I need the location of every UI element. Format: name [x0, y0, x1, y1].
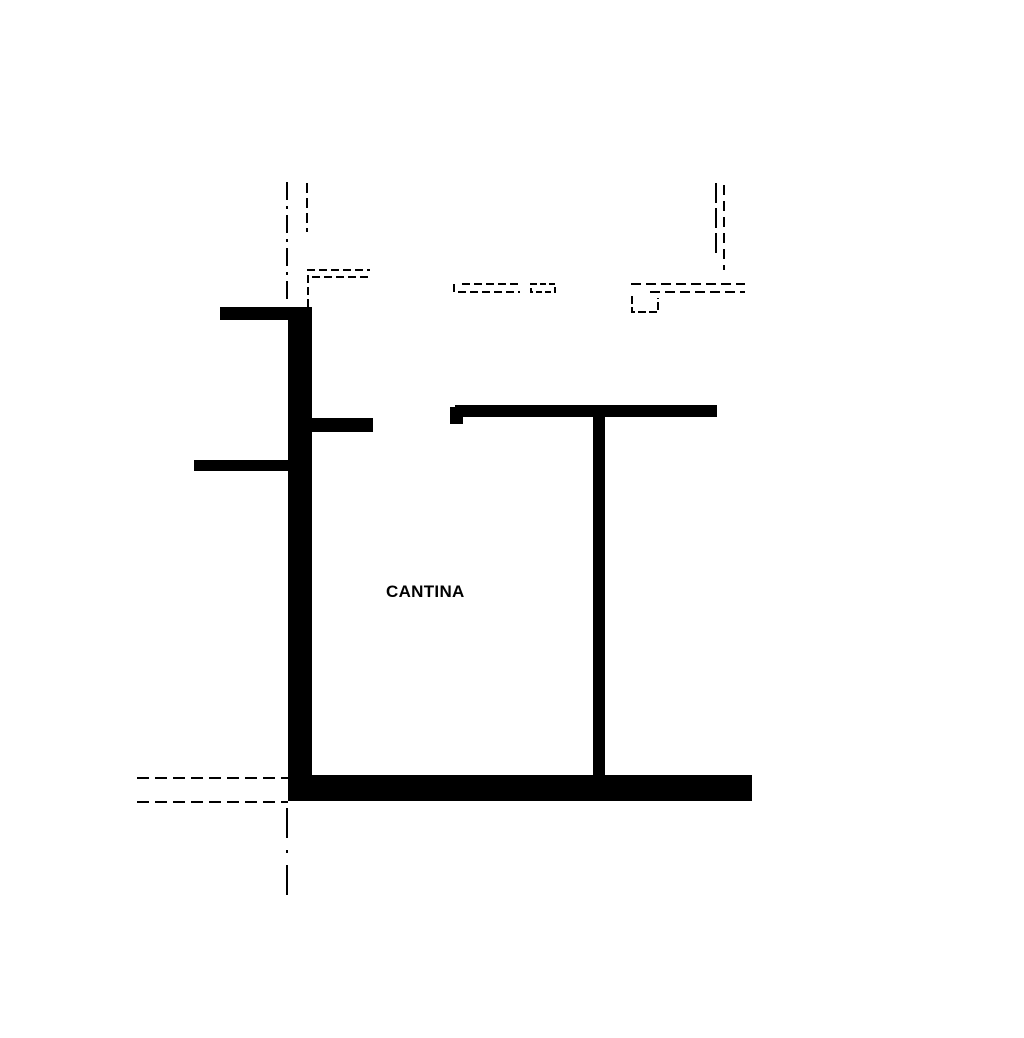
dashed-references: [137, 182, 745, 895]
wall-bottom: [288, 775, 752, 801]
dashed-ledge-center: [453, 284, 520, 293]
wall-partition-vertical: [593, 415, 605, 778]
dashed-ledge-left: [307, 269, 370, 307]
dashed-ledge-right-box: [631, 296, 659, 313]
wall-top-right: [455, 405, 717, 417]
wall-door-jamb: [450, 407, 463, 424]
wall-stub-left: [194, 460, 290, 471]
wall-main-vertical: [288, 307, 312, 801]
wall-top-left: [220, 307, 310, 320]
wall-stub-right: [310, 418, 373, 432]
walls: [194, 307, 752, 801]
dashed-ledge-center-box: [530, 283, 556, 293]
room-label-cantina: CANTINA: [386, 582, 465, 601]
